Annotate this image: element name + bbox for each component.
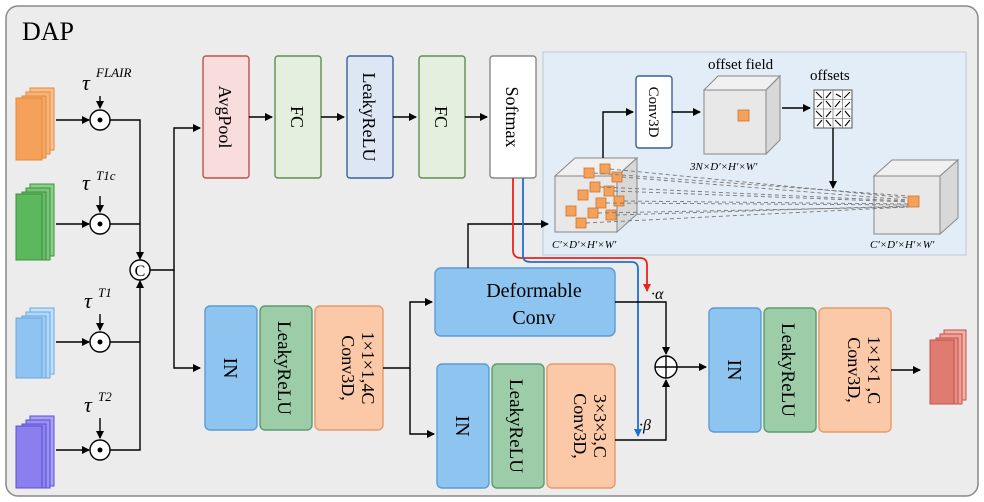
offset-field-cube (702, 74, 782, 156)
softmax-block: Softmax (489, 55, 537, 179)
leakyrelu-block-3: LeakyReLU (763, 307, 817, 433)
tau-t1-label: τ (84, 288, 93, 313)
conv1-label-a: Conv3D, (338, 335, 358, 401)
deform-label-2: Conv (512, 307, 555, 329)
conv2-label-b: 3×3×3,C (590, 394, 610, 458)
sum-node (654, 355, 678, 379)
concat-node: C (129, 259, 151, 281)
diagram-title: DAP (22, 17, 74, 46)
conv1-label-b: 1×1×1,4C (358, 332, 378, 405)
offset-field-label: offset field (708, 57, 774, 73)
avgpool-label: AvgPool (215, 86, 235, 149)
tau-t2-sup: T2 (98, 389, 112, 404)
conv-block-1: Conv3D, 1×1×1,4C (314, 305, 384, 431)
fc-label-2: FC (431, 106, 451, 128)
in-block-3: IN (708, 307, 762, 433)
conv3d-offset-block: Conv3D (635, 75, 673, 149)
t2-input-stack (15, 415, 55, 489)
leakyrelu-label-1: LeakyReLU (273, 321, 294, 415)
flair-input-stack (15, 87, 55, 161)
offsets-grid (813, 89, 853, 129)
output-dims-label: C′×D′×H′×W′ (870, 239, 935, 251)
leakyrelu-top-label: LeakyReLU (359, 73, 379, 162)
tau-flair-sup: FLAIR (95, 65, 131, 80)
output-feature-cube (872, 158, 960, 236)
offsets-label: offsets (810, 68, 850, 84)
beta-label: ·β (639, 417, 651, 434)
avgpool-block: AvgPool (202, 55, 250, 179)
in-label-2: IN (451, 415, 473, 436)
odot-t1c (89, 213, 111, 235)
deformable-conv-block: Deformable Conv (434, 267, 616, 337)
conv-block-2: Conv3D, 3×3×3,C (546, 363, 616, 489)
conv3d-offset-label: Conv3D (645, 87, 661, 138)
conv-block-3: Conv3D, 1×1×1 ,C (818, 307, 892, 433)
alpha-line (512, 178, 651, 292)
offset-dims-label: 3N×D′×H′×W′ (689, 161, 758, 173)
conv3-label-b: 1×1×1 ,C (864, 336, 884, 404)
input-dims-label: C′×D′×H′×W′ (552, 239, 617, 251)
tau-t2-label: τ (84, 392, 93, 417)
in-block-1: IN (204, 305, 258, 431)
t1c-input-stack (15, 183, 55, 261)
deform-label-1: Deformable (486, 280, 582, 302)
softmax-label: Softmax (502, 87, 522, 148)
beta-line (522, 178, 642, 437)
leakyrelu-block-1: LeakyReLU (259, 305, 313, 431)
leakyrelu-top-block: LeakyReLU (346, 55, 394, 179)
in-block-2: IN (436, 363, 490, 489)
tau-t1-sup: T1 (98, 285, 112, 300)
leakyrelu-label-2: LeakyReLU (505, 379, 526, 473)
tau-t1c-sup: T1c (96, 168, 116, 183)
output-stack (929, 329, 967, 405)
odot-t1 (89, 331, 111, 353)
concat-symbol: C (135, 263, 146, 280)
alpha-label: ·α (651, 286, 664, 303)
projection-lines (585, 168, 909, 224)
in-label-1: IN (219, 357, 241, 378)
t1-input-stack (15, 307, 55, 379)
conv3-label-a: Conv3D, (844, 337, 864, 403)
tau-flair-label: τ (82, 70, 91, 95)
leakyrelu-block-2: LeakyReLU (491, 363, 545, 489)
odot-flair (89, 109, 111, 131)
leakyrelu-label-3: LeakyReLU (777, 323, 798, 417)
odot-t2 (89, 439, 111, 461)
fc-block-1: FC (274, 55, 322, 179)
tau-t1c-label: τ (82, 170, 91, 195)
fc-label-1: FC (287, 106, 307, 128)
conv2-label-a: Conv3D, (570, 393, 590, 459)
fc-block-2: FC (418, 55, 466, 179)
in-label-3: IN (723, 359, 745, 380)
